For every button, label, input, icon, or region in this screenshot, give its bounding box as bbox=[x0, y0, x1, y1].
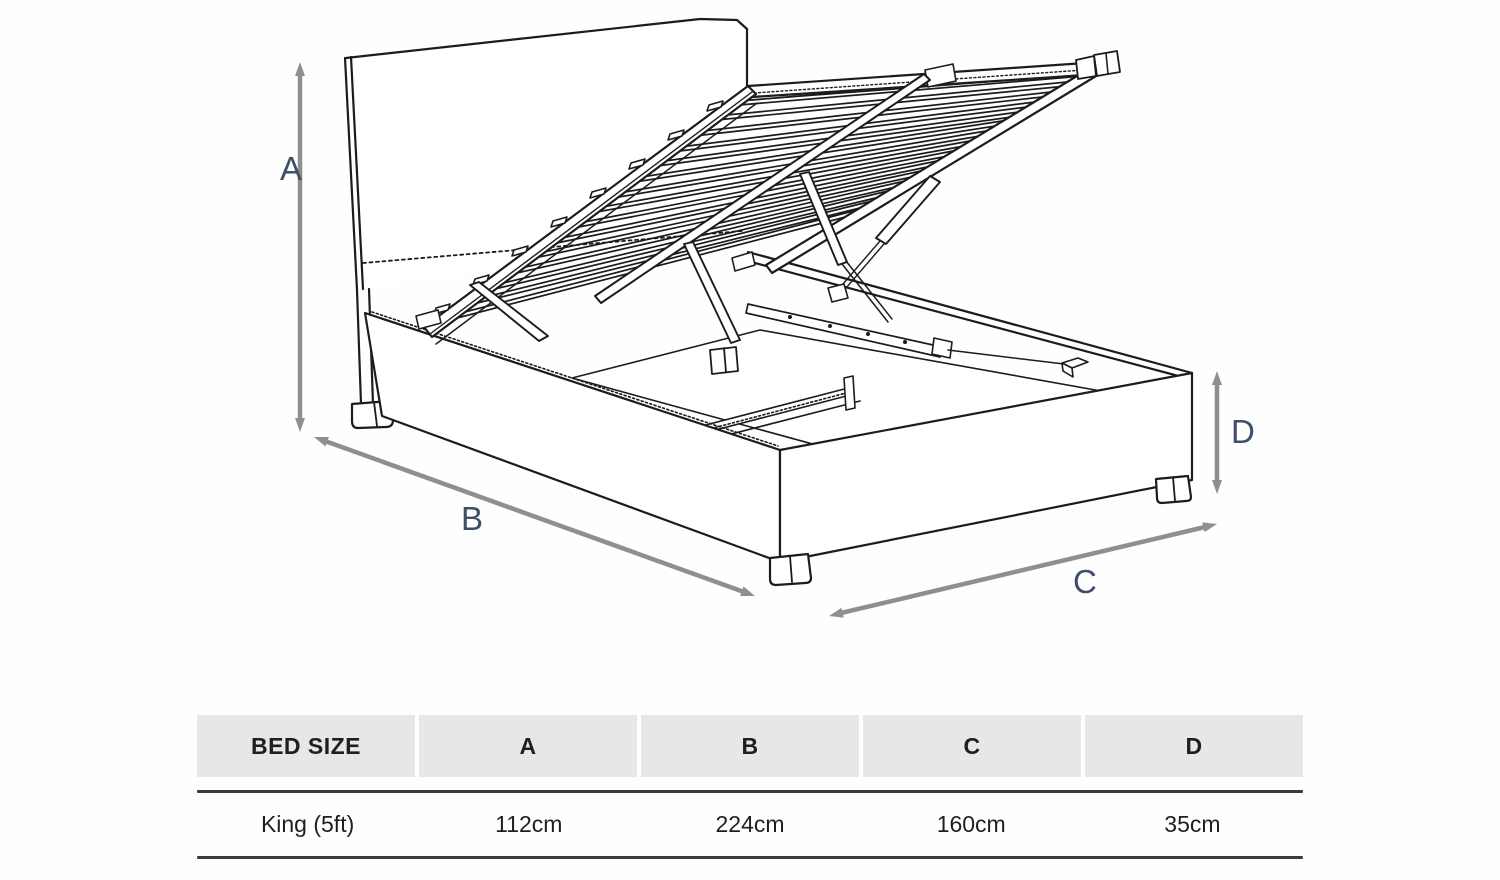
dimension-d-label: D bbox=[1231, 413, 1255, 450]
lift-mechanism bbox=[469, 171, 1065, 365]
header-c: C bbox=[863, 715, 1081, 777]
dimension-a-arrow bbox=[295, 62, 305, 432]
strut-middle bbox=[683, 241, 741, 344]
bed-diagram-area: A B C D bbox=[280, 17, 1255, 621]
center-leg bbox=[709, 346, 739, 375]
mounting-plate bbox=[745, 303, 953, 359]
dimension-a-label: A bbox=[280, 150, 302, 187]
dimension-c-label: C bbox=[1073, 563, 1097, 600]
cell-c-value: 160cm bbox=[936, 811, 1006, 837]
dimension-d-arrow bbox=[1212, 371, 1222, 494]
latch-link-bar bbox=[947, 349, 1065, 365]
box-foot-face bbox=[778, 371, 1194, 564]
storage-box bbox=[363, 250, 1194, 587]
dimension-b-label: B bbox=[461, 500, 483, 537]
header-d: D bbox=[1085, 715, 1303, 777]
dimension-b-arrow bbox=[312, 432, 757, 601]
strut-left bbox=[469, 281, 549, 342]
header-a: A bbox=[419, 715, 637, 777]
header-b: B bbox=[641, 715, 859, 777]
scissor-arm-lower bbox=[841, 260, 893, 323]
gas-strut-cylinder bbox=[875, 175, 941, 245]
rim-latch-bracket bbox=[1061, 357, 1089, 378]
table-row: King (5ft) 112cm 224cm 160cm 35cm bbox=[197, 793, 1303, 856]
slatted-platform bbox=[415, 50, 1121, 345]
dimension-c-arrow bbox=[827, 519, 1219, 621]
gas-strut-joint bbox=[827, 283, 849, 303]
cell-d-value: 35cm bbox=[1164, 811, 1221, 837]
table-header-row: BED SIZE A B C D bbox=[197, 715, 1303, 777]
hinge-blocks bbox=[415, 251, 756, 330]
box-rear-foot bbox=[1154, 474, 1193, 505]
bed-size-table: BED SIZE A B C D King (5ft) 112cm 224cm … bbox=[197, 715, 1303, 859]
header-bed-size: BED SIZE bbox=[197, 715, 415, 777]
cell-b-value: 224cm bbox=[715, 811, 785, 837]
cell-a-value: 112cm bbox=[495, 811, 563, 837]
bed-diagram: A B C D bbox=[280, 17, 1255, 621]
dimension-arrows bbox=[295, 62, 1222, 621]
box-front-foot bbox=[768, 552, 813, 587]
table-divider-top bbox=[197, 790, 1303, 793]
front-rim-inner-edge bbox=[371, 311, 779, 447]
platform-tip-caps bbox=[1075, 50, 1121, 80]
platform-center-bar bbox=[594, 73, 931, 304]
box-far-rim bbox=[738, 250, 1194, 380]
cell-bed-size: King (5ft) bbox=[260, 811, 355, 837]
table-divider-bottom bbox=[197, 856, 1303, 859]
